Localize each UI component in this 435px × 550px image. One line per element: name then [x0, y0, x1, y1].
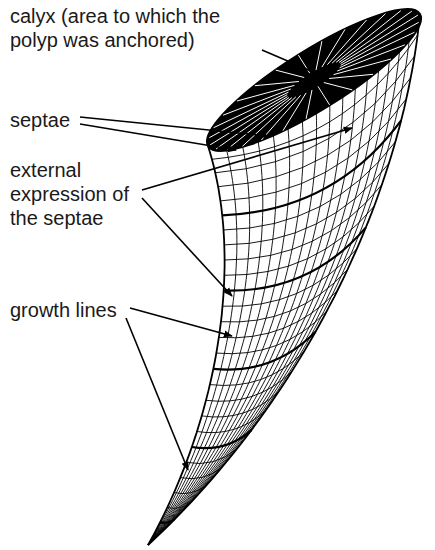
septa-ridge — [148, 127, 290, 545]
leader-arrow — [130, 308, 232, 336]
leader-arrows — [80, 50, 352, 470]
septa-ridge — [148, 66, 379, 545]
septa-line — [324, 83, 353, 90]
leader-arrow — [262, 50, 318, 74]
calyx-disc — [192, 0, 435, 172]
growth-line — [224, 206, 374, 275]
leader-arrow — [142, 128, 352, 190]
calyx-disc — [192, 0, 435, 172]
septa-line — [318, 86, 330, 105]
septa-line — [276, 70, 305, 77]
leader-arrow — [142, 198, 232, 296]
septa-ridge — [148, 42, 400, 545]
septae-expression-label: external expression of the septae — [10, 158, 138, 230]
septa-line — [306, 90, 312, 119]
septa-line — [216, 98, 289, 149]
septa-ridge — [148, 120, 303, 545]
leader-arrow — [126, 318, 188, 470]
septa-ridge — [148, 105, 330, 545]
septa-line — [223, 89, 291, 115]
septa-ridge — [148, 113, 317, 545]
septa-line — [210, 97, 287, 145]
septa-line — [334, 59, 391, 75]
septa-line — [255, 82, 299, 86]
septae-label: septae — [10, 108, 130, 132]
septa-line — [336, 11, 401, 63]
septa-ridge — [148, 132, 276, 545]
coral-outline — [148, 146, 225, 545]
septa-line — [316, 41, 322, 70]
leader-arrow — [80, 124, 236, 150]
septa-line — [237, 85, 294, 101]
septa-line — [298, 55, 310, 74]
septa-ridge — [148, 77, 367, 545]
septa-line — [329, 74, 373, 78]
growth-lines-label: growth lines — [10, 298, 140, 322]
calyx-label: calyx (area to which the polyp was ancho… — [10, 4, 260, 52]
septa-line — [339, 11, 412, 62]
septa-line — [341, 15, 418, 63]
leader-arrow — [80, 117, 268, 136]
growth-line — [225, 185, 382, 260]
septa-line — [332, 14, 385, 63]
